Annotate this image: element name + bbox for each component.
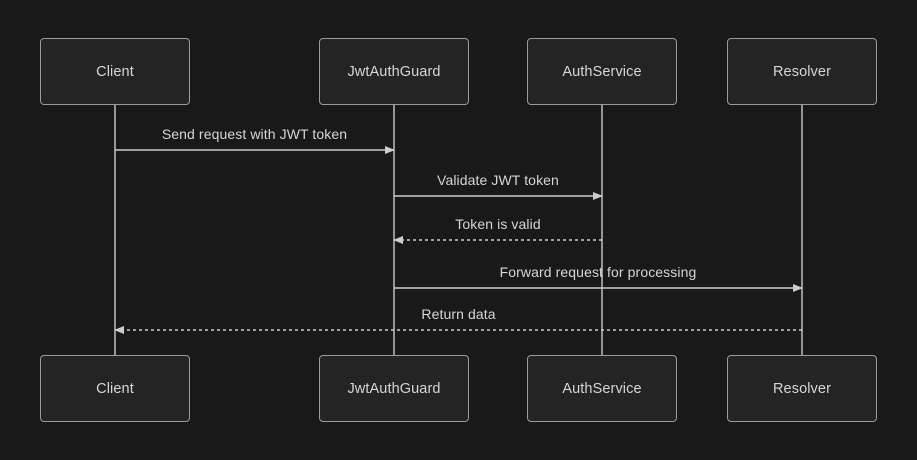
message-label-3: Token is valid	[455, 216, 541, 232]
message-label-5: Return data	[421, 306, 496, 322]
participant-box-top-authservice[interactable]: AuthService	[527, 38, 677, 105]
participant-box-top-jwtauthguard[interactable]: JwtAuthGuard	[319, 38, 469, 105]
participant-box-top-resolver[interactable]: Resolver	[727, 38, 877, 105]
message-label-2: Validate JWT token	[437, 172, 559, 188]
participant-label-client: Client	[96, 380, 134, 397]
participant-label-jwtauthguard: JwtAuthGuard	[347, 63, 441, 80]
message-arrows-group	[114, 146, 803, 334]
participant-label-jwtauthguard: JwtAuthGuard	[347, 380, 441, 397]
participant-label-resolver: Resolver	[772, 63, 831, 80]
participant-label-authservice: AuthService	[562, 63, 642, 80]
participant-box-bottom-client[interactable]: Client	[40, 355, 190, 422]
participant-box-bottom-authservice[interactable]: AuthService	[527, 355, 677, 422]
participant-label-authservice: AuthService	[562, 380, 642, 397]
message-label-4: Forward request for processing	[499, 264, 697, 280]
participant-label-resolver: Resolver	[772, 380, 831, 397]
message-label-1: Send request with JWT token	[161, 126, 348, 142]
participant-label-client: Client	[96, 63, 134, 80]
participant-box-bottom-jwtauthguard[interactable]: JwtAuthGuard	[319, 355, 469, 422]
participant-box-bottom-resolver[interactable]: Resolver	[727, 355, 877, 422]
participant-box-top-client[interactable]: Client	[40, 38, 190, 105]
